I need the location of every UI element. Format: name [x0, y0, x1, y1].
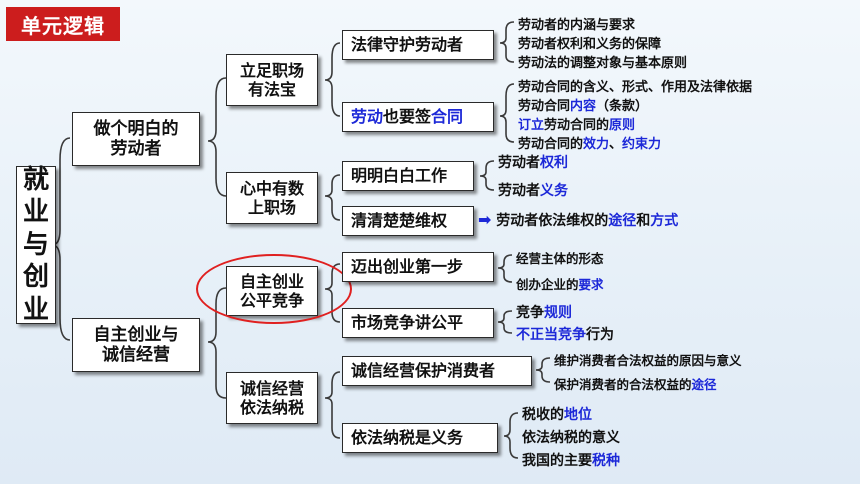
leaf-text: 劳动合同的含义、形式、作用及法律依据: [518, 80, 753, 95]
leaf-part: （条款）: [596, 99, 649, 114]
node-line: 依法纳税: [239, 398, 304, 417]
leaf-part-highlight: 不正当竞争: [516, 327, 586, 343]
node-line: 诚信经营: [239, 378, 304, 398]
root-char: 就: [22, 164, 49, 195]
leaf-part-highlight: 效力: [583, 137, 610, 152]
node-tax-duty: 依法纳税是义务: [342, 423, 498, 453]
node-labor-contract: 劳动也要签合同: [342, 102, 494, 132]
leaf-text: 订立劳动合同的原则: [518, 114, 635, 133]
root-node-employment-and-entrepreneurship: 就 业 与 创 业: [16, 164, 56, 325]
leaf-part-highlight: 内容: [570, 99, 597, 114]
node-entrepreneurship-and-integrity: 自主创业与诚信经营: [72, 318, 200, 372]
node-line: 有法宝: [247, 80, 296, 99]
leaf-part: 保护消费者的合法权益的: [554, 377, 692, 392]
leaf-part: 创办企业的: [516, 277, 579, 292]
leaf-part: 竞争: [516, 305, 544, 321]
root-char: 与: [22, 229, 49, 260]
leaf-part-highlight: 途径: [691, 377, 717, 392]
leaf-part-highlight: 订立: [518, 118, 545, 133]
arrow-right-icon: ➡: [478, 210, 492, 229]
leaf-part-highlight: 要求: [578, 277, 604, 292]
node-protect-consumers: 诚信经营保护消费者: [342, 356, 532, 386]
leaf-part: 税收的: [522, 407, 564, 423]
node-line: 心中有数: [239, 178, 304, 198]
node-workplace-legal-tools: 立足职场有法宝: [226, 54, 318, 106]
leaf-text: 劳动合同的效力、约束力: [518, 133, 661, 152]
leaf-part: 劳动者: [498, 183, 540, 199]
node-honest-business-tax: 诚信经营依法纳税: [226, 372, 318, 424]
leaf-part: 劳动合同: [518, 99, 571, 114]
leaf-text: 劳动者义务: [498, 180, 568, 200]
node-clear-work: 明明白白工作: [342, 161, 474, 191]
leaf-part-highlight: 途径: [608, 213, 637, 229]
leaf-part: 劳动合同的: [518, 137, 584, 152]
leaf-text: 保护消费者的合法权益的途径: [554, 374, 717, 393]
leaf-part-highlight: 方式: [650, 213, 679, 229]
node-prepared-for-workplace: 心中有数上职场: [226, 172, 318, 224]
node-informed-worker: 做个明白的劳动者: [72, 112, 200, 166]
node-text-highlight: 劳动: [351, 107, 384, 127]
highlight-circle: [196, 254, 352, 324]
leaf-text: 竞争规则: [516, 302, 572, 322]
node-line: 劳动者: [110, 139, 162, 159]
leaf-text: 劳动合同内容（条款）: [518, 95, 648, 114]
leaf-part-highlight: 义务: [540, 183, 568, 199]
node-fair-competition: 市场竞争讲公平: [342, 308, 494, 338]
leaf-part: 和: [636, 213, 651, 229]
leaf-part: 我国的主要: [522, 453, 592, 469]
leaf-part: 、: [609, 137, 623, 152]
node-line: 诚信经营: [102, 345, 170, 365]
leaf-part-highlight: 税种: [592, 453, 620, 469]
node-text-highlight: 合同: [431, 107, 464, 127]
leaf-part-highlight: 规则: [544, 305, 572, 321]
root-char: 业: [22, 197, 49, 228]
leaf-text: 我国的主要税种: [522, 450, 620, 470]
root-char: 业: [22, 294, 49, 325]
node-text: 也要签: [383, 107, 432, 127]
leaf-part: 劳动者依法维权的: [496, 213, 609, 229]
leaf-text: 劳动者的内涵与要求: [518, 18, 636, 33]
leaf-part: 劳动者: [498, 155, 540, 171]
leaf-text: 税收的地位: [522, 404, 592, 424]
leaf-text: 劳动法的调整对象与基本原则: [518, 56, 688, 71]
leaf-text: 劳动者权利和义务的保障: [518, 37, 662, 52]
leaf-part-highlight: 权利: [540, 155, 568, 171]
leaf-part: 劳动合同的: [544, 118, 610, 133]
node-line: 自主创业与: [93, 324, 179, 345]
leaf-text: 维护消费者合法权益的原因与意义: [554, 353, 742, 368]
node-line: 上职场: [247, 198, 296, 217]
leaf-text: ➡ 劳动者依法维权的途径和方式: [478, 210, 678, 230]
leaf-text: 依法纳税的意义: [522, 430, 620, 446]
node-clear-rights: 清清楚楚维权: [342, 206, 474, 236]
leaf-part-highlight: 原则: [609, 118, 636, 133]
leaf-part-highlight: 约束力: [622, 137, 662, 152]
node-law-protects-workers: 法律守护劳动者: [342, 30, 494, 60]
node-line: 做个明白的: [93, 118, 179, 139]
node-first-step-startup: 迈出创业第一步: [342, 252, 494, 282]
leaf-text: 创办企业的要求: [516, 274, 604, 293]
leaf-part-highlight: 地位: [564, 407, 592, 423]
leaf-part: 行为: [586, 327, 614, 343]
leaf-text: 经营主体的形态: [516, 251, 604, 266]
page-title: 单元逻辑: [6, 7, 120, 41]
node-line: 立足职场: [239, 60, 304, 80]
leaf-text: 不正当竞争行为: [516, 324, 614, 344]
leaf-text: 劳动者权利: [498, 152, 568, 172]
root-char: 创: [22, 262, 49, 293]
